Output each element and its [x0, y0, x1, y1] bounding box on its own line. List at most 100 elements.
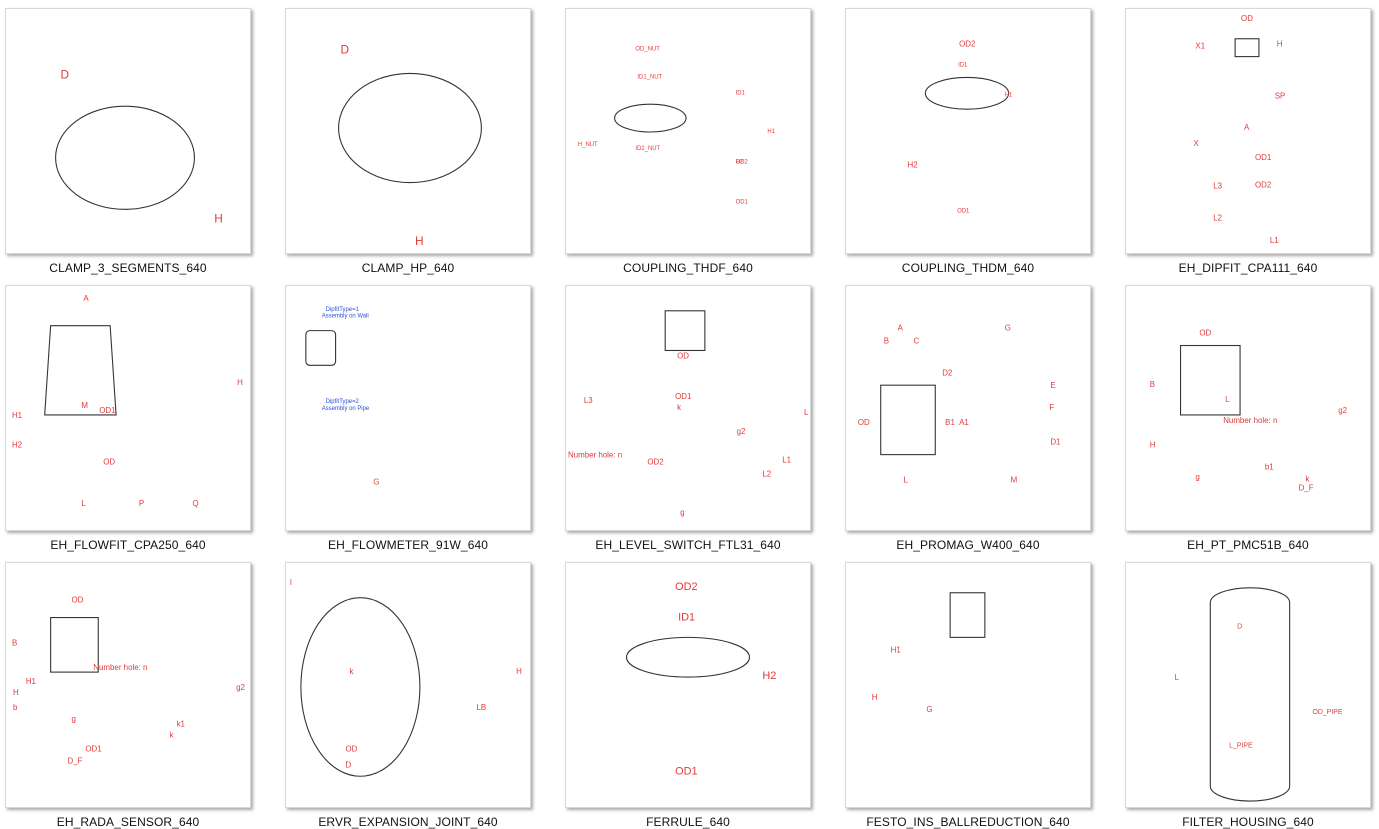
dimension-label: L3: [584, 396, 593, 405]
dimension-label: g2: [236, 683, 245, 692]
dimension-label: H1: [891, 645, 902, 654]
dimension-label: L: [804, 408, 809, 417]
dimension-label: OD1: [99, 406, 116, 415]
thumbnail-caption[interactable]: EH_RADA_SENSOR_640: [56, 815, 200, 829]
dimension-label: OD1: [736, 199, 749, 205]
thumbnail-caption[interactable]: CLAMP_3_SEGMENTS_640: [49, 261, 207, 275]
dimension-label: DipfitType=1: [326, 307, 360, 313]
dimension-label: L: [1225, 395, 1230, 404]
dimension-label: Assembly on Pipe: [322, 406, 370, 412]
dimension-label: Number hole: n: [1223, 416, 1277, 425]
dimension-label: g2: [1338, 406, 1347, 415]
dimension-label: X: [1193, 139, 1199, 148]
dimension-label: OD: [858, 418, 870, 427]
dimension-label: k1: [177, 720, 186, 729]
dimension-label: OD2: [736, 160, 748, 166]
thumbnail-caption[interactable]: EH_FLOWMETER_91W_640: [327, 538, 489, 552]
thumbnail-caption[interactable]: COUPLING_THDM_640: [901, 261, 1035, 275]
dimension-label: X1: [1195, 42, 1205, 51]
dimension-label: k: [170, 731, 174, 740]
dimension-label: P: [139, 499, 144, 508]
thumbnail-caption[interactable]: FESTO_INS_BALLREDUCTION_640: [866, 815, 1070, 829]
dimension-label: g2: [737, 427, 746, 436]
dimension-label: OD1: [1255, 153, 1272, 162]
dimension-label: SP: [1275, 91, 1286, 100]
thumbnail-caption[interactable]: FERRULE_640: [646, 815, 730, 829]
dimension-label: OD: [1199, 329, 1211, 338]
dimension-label: OD2: [675, 581, 697, 593]
dimension-label: E: [1050, 381, 1055, 390]
dimension-label: H: [1150, 441, 1156, 450]
dimension-label: L_PIPE: [1229, 742, 1253, 749]
dimension-label: L: [81, 499, 86, 508]
dimension-label: Assembly on Wall: [322, 314, 369, 320]
technical-drawing: DH: [55, 67, 223, 225]
dimension-label: b1: [1265, 462, 1274, 471]
dimension-label: G: [1005, 324, 1011, 333]
dimension-label: H2: [736, 160, 744, 166]
thumbnail-caption[interactable]: EH_PT_PMC51B_640: [1187, 538, 1309, 552]
dimension-label: k: [349, 667, 353, 676]
dimension-label: g: [71, 715, 75, 724]
thumbnail-caption[interactable]: EH_PROMAG_W400_640: [896, 538, 1040, 552]
dimension-label: OD_NUT: [635, 47, 660, 53]
dimension-label: D_F: [1299, 483, 1314, 492]
dimension-label: Number hole: n: [93, 663, 147, 672]
dimension-label: g: [1195, 472, 1199, 481]
dimension-label: A: [83, 294, 89, 303]
thumbnail-caption[interactable]: EH_LEVEL_SWITCH_FTL31_640: [595, 538, 781, 552]
dimension-label: H_NUT: [578, 142, 598, 148]
thumbnail-caption[interactable]: EH_FLOWFIT_CPA250_640: [50, 538, 206, 552]
dimension-label: L: [904, 475, 909, 484]
dimension-label: A1: [959, 418, 969, 427]
dimension-label: A: [1244, 123, 1250, 132]
dimension-label: D2: [942, 368, 952, 377]
thumbnail-caption[interactable]: COUPLING_THDF_640: [623, 261, 753, 275]
dimension-label: B: [1150, 380, 1155, 389]
dimension-label: B: [12, 638, 17, 647]
dimension-label: OD_PIPE: [1312, 709, 1342, 716]
dimension-label: H: [214, 211, 223, 225]
dimension-label: D1: [1050, 438, 1061, 447]
dimension-label: ID1: [958, 63, 968, 69]
dimension-label: k: [677, 403, 681, 412]
dimension-label: OD2: [1255, 181, 1271, 190]
thumbnail-caption[interactable]: EH_DIPFIT_CPA111_640: [1178, 261, 1318, 275]
thumbnail-caption[interactable]: CLAMP_HP_640: [361, 261, 455, 275]
dimension-label: L1: [1270, 236, 1279, 245]
dimension-label: D_F: [67, 756, 82, 765]
dimension-label: B: [884, 337, 889, 346]
thumbnail-caption[interactable]: ERVR_EXPANSION_JOINT_640: [318, 815, 498, 829]
dimension-label: C: [913, 337, 919, 346]
dimension-label: DipfitType=2: [326, 399, 359, 405]
dimension-label: M: [1011, 475, 1018, 484]
dimension-label: H: [415, 234, 424, 248]
dimension-label: H: [237, 378, 243, 387]
dimension-label: H: [872, 693, 878, 702]
thumbnail-caption[interactable]: FILTER_HOUSING_640: [1182, 815, 1314, 829]
dimension-label: OD: [1241, 14, 1253, 23]
dimension-label: ID1: [678, 612, 695, 624]
dimension-label: LB: [476, 703, 486, 712]
